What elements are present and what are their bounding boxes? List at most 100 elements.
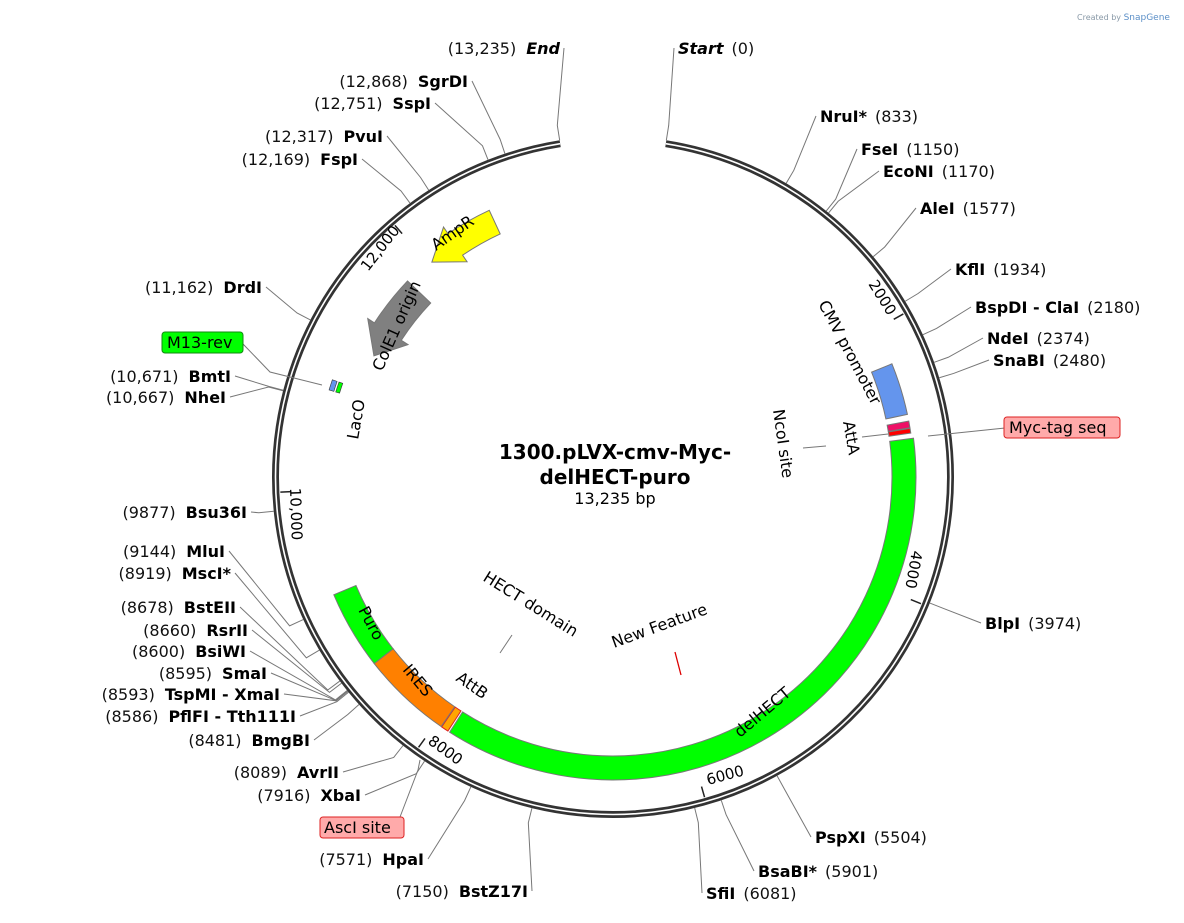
enzyme-name: MluI [186,542,225,561]
enzyme-leader-line [776,775,812,838]
enzyme-position: (2180) [1087,298,1140,317]
enzyme-site-sspi[interactable]: (12,751) SspI [314,94,431,113]
enzyme-position: (12,751) [314,94,382,113]
enzyme-site-bsiwi[interactable]: (8600)BsiWI [132,642,246,661]
plasmid-name-line1: 1300.pLVX-cmv-Myc- [499,440,731,464]
myc-tag-arc-2[interactable] [887,427,912,437]
m13-rev-label[interactable]: M13-rev [161,331,323,386]
backbone-ring [272,140,954,818]
enzyme-site-bsu36i[interactable]: (9877)Bsu36I [122,503,247,522]
atta-marker [861,433,889,438]
enzyme-site-kfli[interactable]: KflI(1934) [955,260,1046,279]
enzyme-position: (12,169) [242,150,310,169]
enzyme-leader-line [265,286,311,321]
feature-label-new-feature[interactable]: New Feature [609,600,710,652]
enzyme-site-end[interactable]: (13,235)End [448,39,561,58]
enzyme-site-sfii[interactable]: SfiI(6081) [706,884,797,903]
enzyme-name: MscI* [182,564,232,583]
enzyme-site-ndei[interactable]: NdeI(2374) [987,329,1090,348]
cmv-promoter-arc[interactable] [870,363,909,420]
feature-label-laco[interactable]: LacO [343,398,369,441]
enzyme-position: (12,317) [265,127,333,146]
enzyme-position: (5901) [825,862,878,881]
enzyme-leader-line [427,786,472,860]
enzyme-position: (8660) [143,621,196,640]
attb-arc[interactable] [440,706,462,732]
feature-label-atta[interactable]: AttA [839,419,864,456]
enzyme-leader-line [234,375,284,391]
enzyme-leader-line [270,672,348,702]
enzyme-leader-line [556,47,565,141]
enzyme-position: (7150) [396,882,449,901]
enzyme-leader-line [825,148,858,212]
enzyme-site-rsrii[interactable]: (8660)RsrII [143,621,248,640]
enzyme-position: (11,162) [145,278,213,297]
enzyme-position: (1170) [942,162,995,181]
delhect-arc[interactable] [448,437,917,781]
enzyme-leader-line [361,158,411,204]
hect-domain-marker [499,634,513,654]
enzyme-site-nhei[interactable]: (10,667)NheI [106,388,226,407]
enzyme-site-bstz17i[interactable]: (7150)BstZ17I [396,882,528,901]
enzyme-position: (7916) [257,786,310,805]
enzyme-leader-line [720,800,755,872]
feature-label-cmv-promoter[interactable]: CMV promoter [814,297,885,408]
enzyme-site-fspi[interactable]: (12,169)FspI [242,150,358,169]
enzyme-site-xbai[interactable]: (7916)XbaI [257,786,361,805]
enzyme-leader-line [665,47,675,141]
enzyme-name: AvrII [297,763,339,782]
enzyme-position: (3974) [1028,614,1081,633]
enzyme-site-snabi[interactable]: SnaBI(2480) [993,351,1106,370]
enzyme-site-pvui[interactable]: (12,317)PvuI [265,127,383,146]
enzyme-position: (0) [732,39,755,58]
enzyme-leader-line [364,760,425,796]
enzyme-site-bspdi-clai[interactable]: BspDI - ClaI (2180) [975,298,1140,317]
enzyme-name: BspDI - ClaI [975,298,1079,317]
ampr-arrow[interactable] [431,209,501,263]
plasmid-name-line2: delHECT-puro [540,465,691,489]
enzyme-site-bmti[interactable]: (10,671)BmtI [110,367,231,386]
enzyme-position: (8586) [105,707,158,726]
myc-tag-seq-label[interactable]: Myc-tag seq [927,416,1121,439]
puro-arc[interactable] [333,584,394,665]
enzyme-site-alei[interactable]: AleI(1577) [920,199,1016,218]
enzyme-leader-line [929,602,982,624]
feature-label-ncoi-site[interactable]: NcoI site [769,408,797,479]
enzyme-site-econi[interactable]: EcoNI(1170) [883,162,995,181]
enzyme-site-mlui[interactable]: (9144)MluI [123,542,225,561]
feature-label-attb[interactable]: AttB [453,668,492,703]
enzyme-name: BsiWI [195,642,246,661]
enzyme-leader-line [313,704,360,741]
ncoi-site-marker [802,445,827,449]
enzyme-leader-line [251,629,342,693]
snapgene-credit: Created by SnapGene [1077,13,1170,23]
enzyme-site-smai[interactable]: (8595)SmaI [159,664,267,683]
enzyme-site-blpi[interactable]: BlpI(3974) [985,614,1081,633]
enzyme-site-bsteii[interactable]: (8678)BstEII [121,598,236,617]
enzyme-site-fsei[interactable]: FseI(1150) [861,140,959,159]
enzyme-name: PflFI - Tth111I [168,707,296,726]
cole1-origin-arrow[interactable] [367,280,432,357]
enzyme-site-drdi[interactable]: (11,162)DrdI [145,278,262,297]
laco-arc[interactable] [328,379,338,392]
m13-rev-arc[interactable] [335,381,344,394]
enzyme-site-bsabi[interactable]: BsaBI*(5901) [758,862,878,881]
enzyme-site-msci[interactable]: (8919)MscI* [119,564,232,583]
enzyme-site-tspmi-xmai[interactable]: (8593)TspMI - XmaI [102,685,280,704]
myc-tag-arc[interactable] [886,420,911,432]
enzyme-position: (8678) [121,598,174,617]
enzyme-site-nrui[interactable]: NruI*(833) [820,107,918,126]
enzyme-site-sgrdi[interactable]: (12,868)SgrDI [339,72,468,91]
enzyme-position: (10,671) [110,367,178,386]
enzyme-site-avrii[interactable]: (8089)AvrII [234,763,339,782]
enzyme-site-bmgbi[interactable]: (8481)BmgBI [188,731,310,750]
feature-label-hect-domain[interactable]: HECT domain [480,567,582,640]
enzyme-site-start[interactable]: Start(0) [678,39,754,58]
asci-site-label[interactable]: AscI site [319,759,421,839]
enzyme-leader-line [828,170,880,214]
enzyme-site-pspxi[interactable]: PspXI(5504) [815,828,927,847]
enzyme-site-hpai[interactable]: (7571)HpaI [319,850,424,869]
enzyme-site-pflfi-tth111i[interactable]: (8586) PflFI - Tth111I [105,707,296,726]
enzyme-leader-line [904,268,952,302]
enzyme-name: SspI [393,94,431,113]
